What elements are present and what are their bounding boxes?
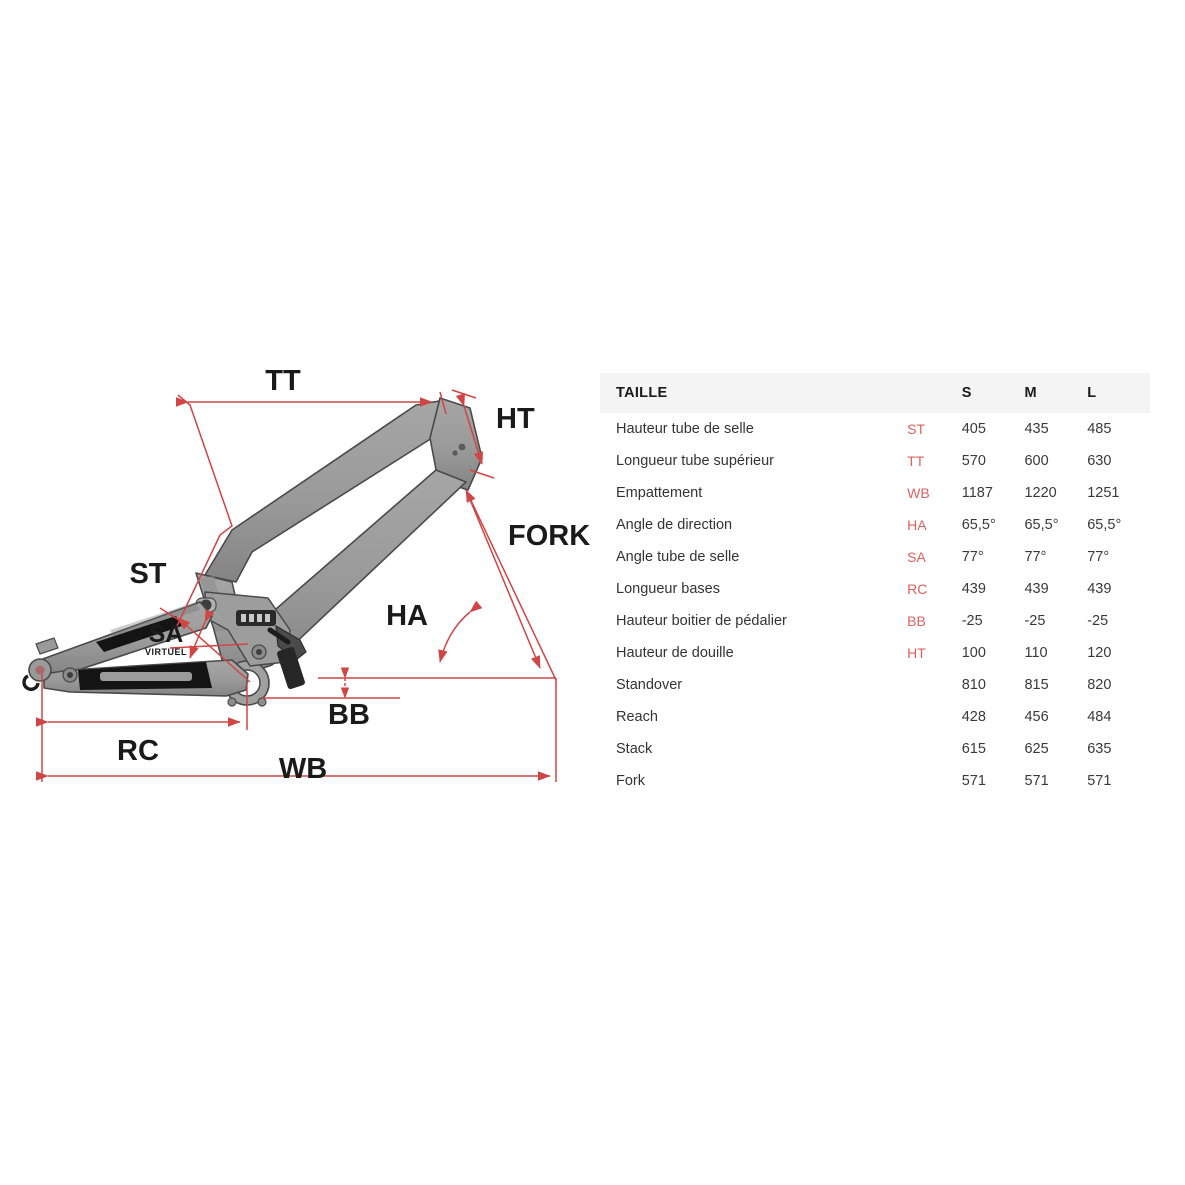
- table-row: Hauteur boitier de pédalier BB -25 -25 -25: [600, 605, 1150, 637]
- row-label: Angle de direction: [616, 517, 733, 533]
- row-value-m: 1220: [1024, 485, 1057, 501]
- table-row: Hauteur tube de selle ST 405 435 485: [600, 413, 1150, 445]
- table-row: Empattement WB 1187 1220 1251: [600, 477, 1150, 509]
- row-label: Angle tube de selle: [616, 549, 740, 565]
- row-code: BB: [907, 613, 926, 629]
- row-code: [907, 733, 962, 765]
- row-value-l: 439: [1087, 581, 1112, 597]
- row-value-s: 428: [961, 709, 986, 725]
- bike-frame-artwork: [22, 397, 483, 707]
- row-code: [907, 765, 962, 797]
- table-header-row: TAILLE S M L: [600, 373, 1150, 413]
- label-fork: FORK: [508, 520, 590, 552]
- row-value-l: 485: [1087, 421, 1112, 437]
- row-value-s: 571: [961, 773, 986, 789]
- row-code: HT: [907, 645, 926, 661]
- table-row: Angle tube de selle SA 77° 77° 77°: [600, 541, 1150, 573]
- row-label: Standover: [616, 677, 683, 693]
- column-header-m: M: [1024, 373, 1088, 413]
- row-value-s: 810: [961, 677, 986, 693]
- row-value-l: 635: [1087, 741, 1112, 757]
- frame-geometry-diagram: TT HT FORK HA ST SA VIRTUEL BB RC WB: [0, 330, 600, 830]
- geometry-table: TAILLE S M L Hauteur tube de selle ST 405 4…: [600, 373, 1150, 797]
- column-header-size: TAILLE: [600, 373, 908, 413]
- row-code: WB: [907, 485, 930, 501]
- row-code: [907, 701, 962, 733]
- row-value-l: 120: [1087, 645, 1112, 661]
- label-rc: RC: [117, 735, 159, 767]
- label-bb: BB: [328, 699, 370, 731]
- label-sa-sublabel: VIRTUEL: [145, 647, 187, 657]
- label-ht: HT: [496, 403, 535, 435]
- table-row: Reach 428 456 484: [600, 701, 1150, 733]
- label-ha: HA: [386, 600, 428, 632]
- label-st: ST: [129, 558, 166, 590]
- dimension-lines: [36, 389, 557, 782]
- column-header-l: L: [1087, 373, 1150, 413]
- row-value-l: -25: [1087, 613, 1109, 629]
- row-label: Longueur tube supérieur: [616, 453, 775, 469]
- row-value-s: -25: [961, 613, 983, 629]
- row-code: [907, 669, 962, 701]
- row-value-s: 405: [961, 421, 986, 437]
- table-row: Fork 571 571 571: [600, 765, 1150, 797]
- row-label: Hauteur de douille: [616, 645, 734, 661]
- row-value-m: -25: [1024, 613, 1046, 629]
- row-value-m: 571: [1024, 773, 1049, 789]
- row-value-s: 615: [961, 741, 986, 757]
- row-value-l: 630: [1087, 453, 1112, 469]
- row-label: Stack: [616, 741, 653, 757]
- row-label: Reach: [616, 709, 658, 725]
- column-header-s: S: [961, 373, 1025, 413]
- row-label: Empattement: [616, 485, 703, 501]
- table-row: Hauteur de douille HT 100 110 120: [600, 637, 1150, 669]
- row-code: RC: [907, 581, 928, 597]
- row-code: SA: [907, 549, 926, 565]
- row-value-m: 435: [1024, 421, 1049, 437]
- label-tt: TT: [265, 365, 301, 397]
- label-wb: WB: [279, 753, 327, 785]
- row-code: TT: [907, 453, 925, 469]
- row-label: Fork: [616, 773, 645, 789]
- row-value-m: 625: [1024, 741, 1049, 757]
- row-code: ST: [907, 421, 925, 437]
- row-value-s: 1187: [961, 485, 993, 501]
- row-value-s: 439: [961, 581, 986, 597]
- row-value-l: 820: [1087, 677, 1112, 693]
- table-row: Longueur bases RC 439 439 439: [600, 573, 1150, 605]
- row-value-l: 77°: [1087, 549, 1110, 565]
- row-value-s: 100: [961, 645, 986, 661]
- row-value-m: 456: [1024, 709, 1049, 725]
- row-code: HA: [907, 517, 927, 533]
- row-value-m: 600: [1024, 453, 1049, 469]
- row-value-l: 571: [1087, 773, 1112, 789]
- table-header: TAILLE S M L: [600, 373, 1150, 413]
- row-label: Longueur bases: [616, 581, 720, 597]
- row-value-m: 110: [1024, 645, 1048, 661]
- row-value-m: 439: [1024, 581, 1049, 597]
- table-row: Stack 615 625 635: [600, 733, 1150, 765]
- row-value-s: 77°: [961, 549, 984, 565]
- column-header-code: [907, 373, 962, 413]
- table-row: Longueur tube supérieur TT 570 600 630: [600, 445, 1150, 477]
- row-value-m: 77°: [1024, 549, 1047, 565]
- row-value-l: 65,5°: [1087, 517, 1122, 533]
- table-row: Angle de direction HA 65,5° 65,5° 65,5°: [600, 509, 1150, 541]
- table-row: Standover 810 815 820: [600, 669, 1150, 701]
- row-label: Hauteur boitier de pédalier: [616, 613, 787, 629]
- row-value-l: 484: [1087, 709, 1112, 725]
- label-sa: SA: [149, 620, 184, 648]
- row-value-m: 65,5°: [1024, 517, 1059, 533]
- row-value-m: 815: [1024, 677, 1049, 693]
- row-value-s: 65,5°: [961, 517, 996, 533]
- row-label: Hauteur tube de selle: [616, 421, 754, 437]
- row-value-l: 1251: [1087, 485, 1120, 501]
- row-value-s: 570: [961, 453, 986, 469]
